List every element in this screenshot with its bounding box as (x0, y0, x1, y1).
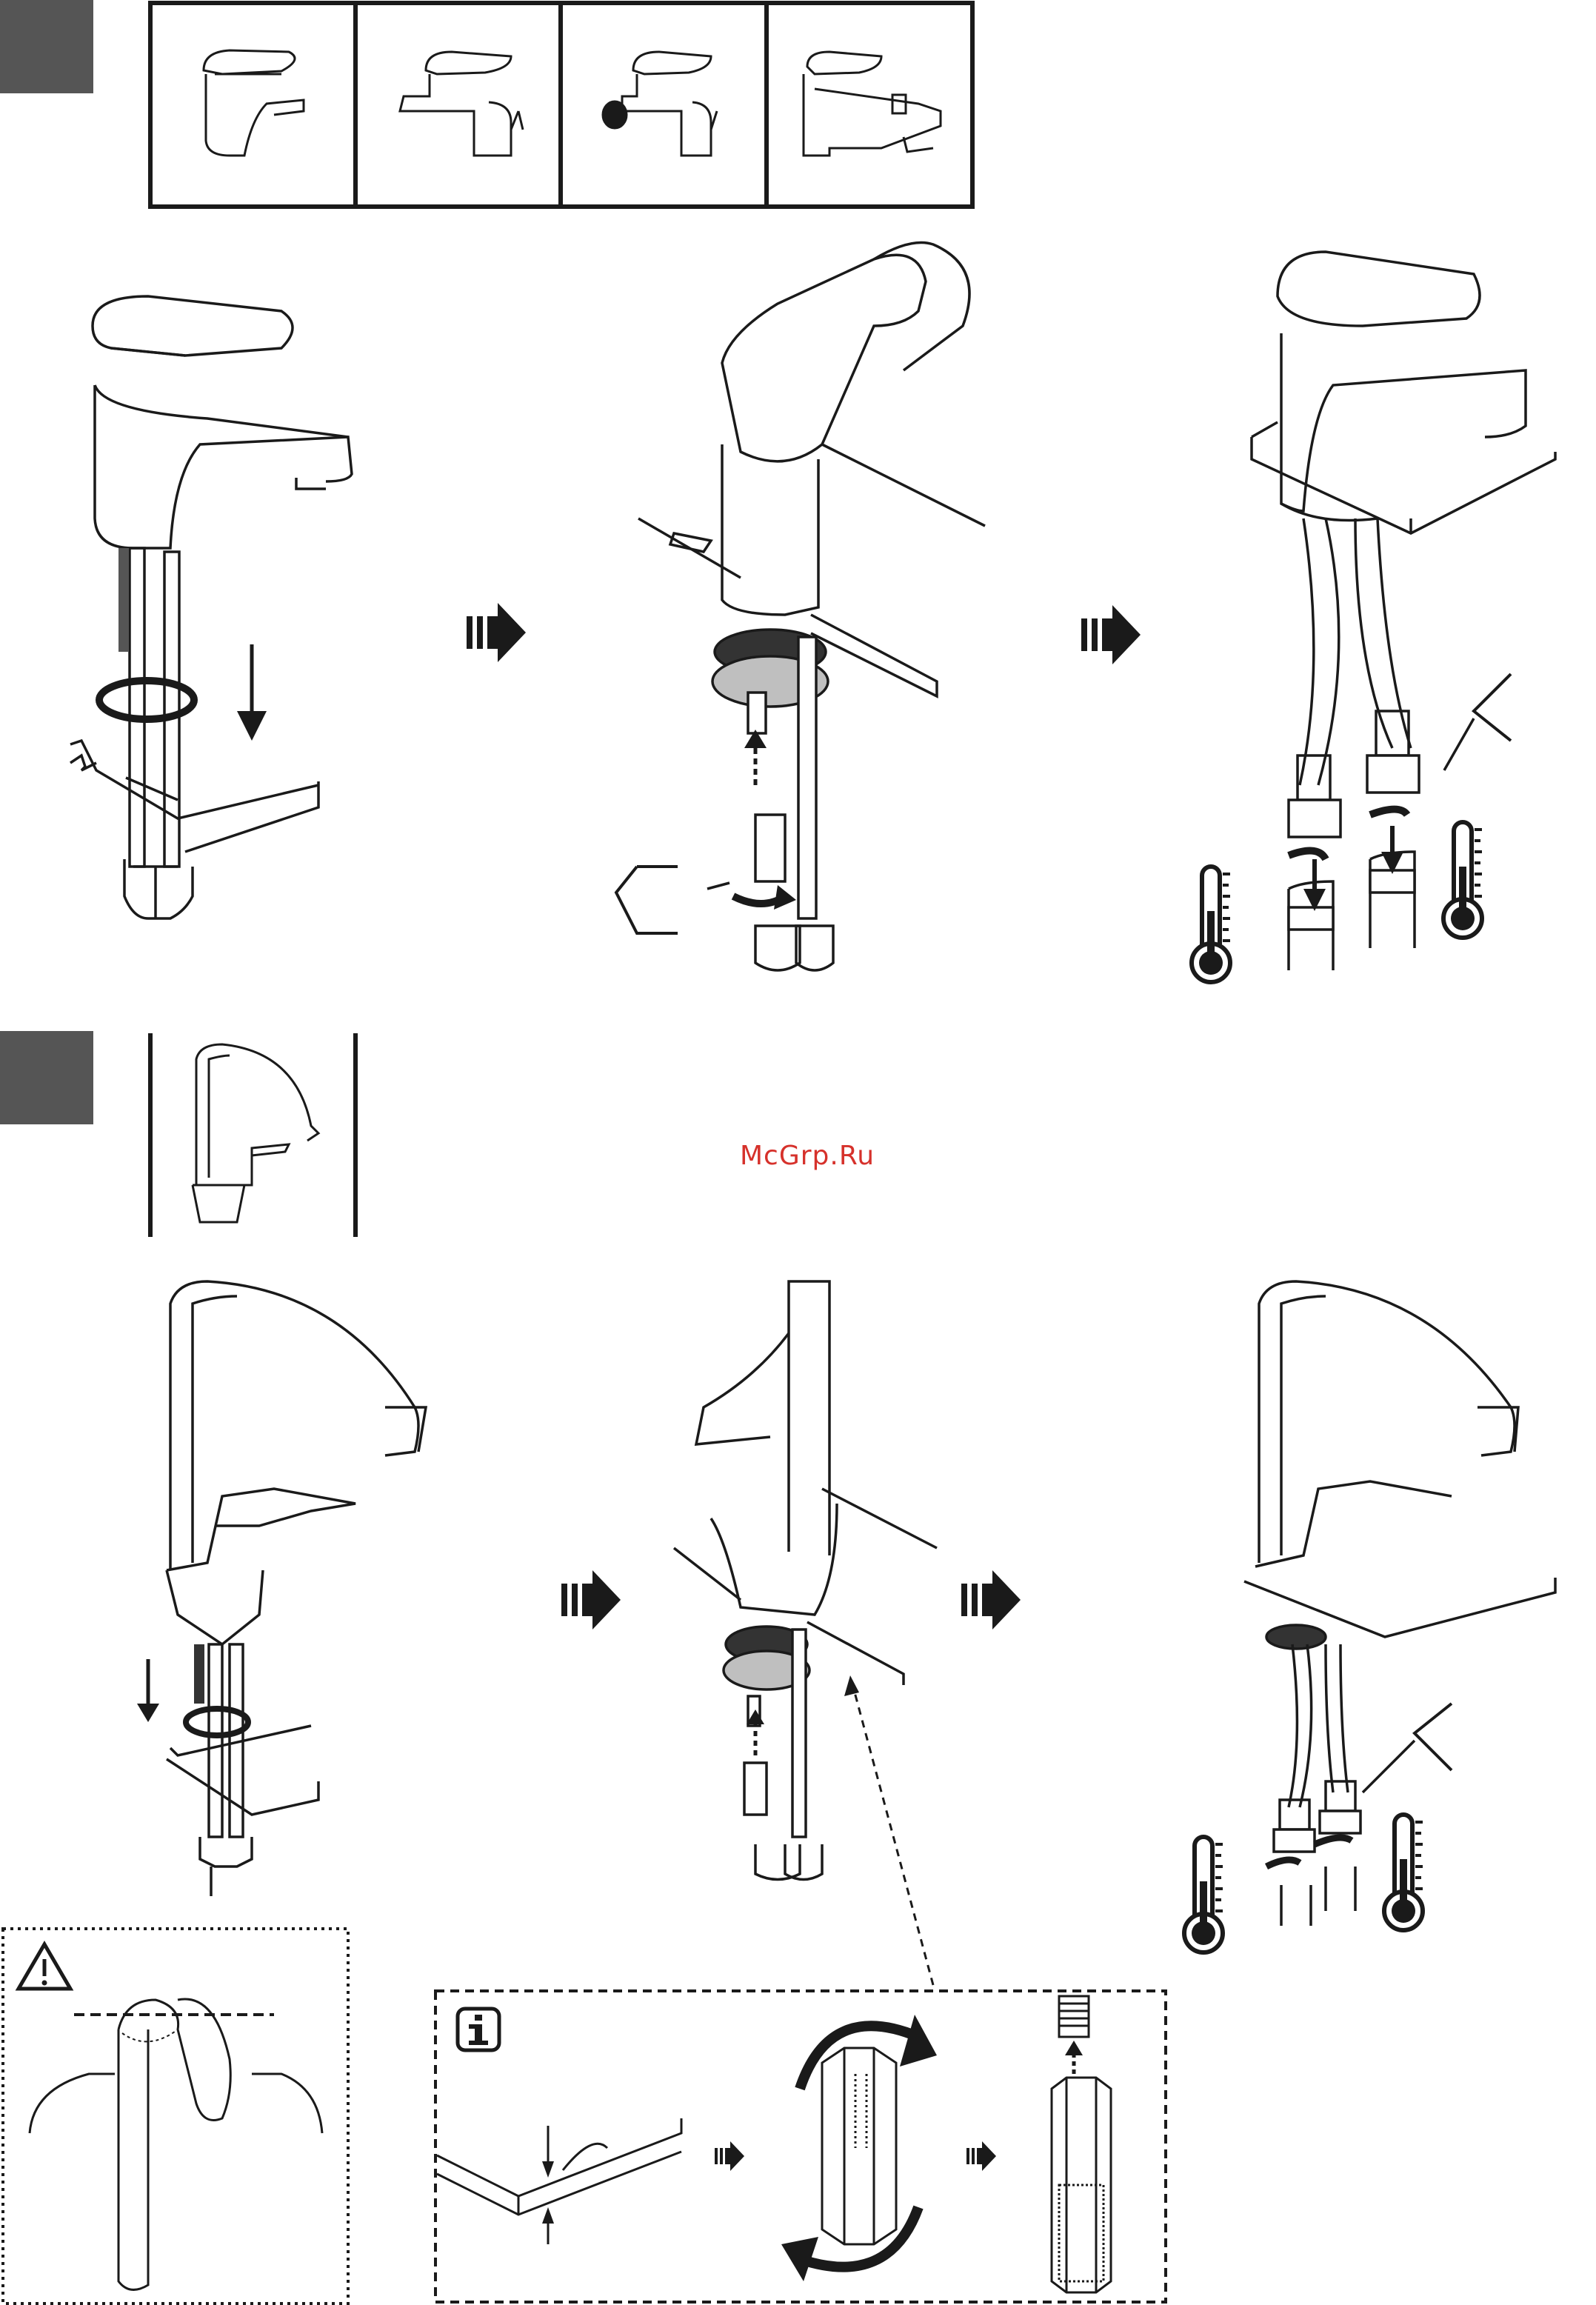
cold-thermometer-icon (1384, 1815, 1423, 1930)
hot-thermometer-icon (1192, 867, 1230, 982)
info-box (435, 1991, 1166, 2302)
watermark-text: McGrp.Ru (733, 1141, 881, 1171)
section-2-badge (0, 1031, 93, 1124)
s1-step-fit-horseshoe-and-nut (616, 243, 985, 971)
info-step-worktop-thickness (437, 2118, 681, 2244)
hot-thermometer-icon (1184, 1837, 1223, 1952)
s2-step-insert-tail-pipes (137, 1281, 426, 1896)
s1-step-connect-supply-hoses (1252, 252, 1555, 970)
info-icon (458, 2009, 499, 2050)
warning-box (3, 1929, 348, 2304)
warning-triangle-icon (19, 1944, 70, 1989)
bath-mixer-icon (804, 52, 941, 156)
cold-thermometer-icon (1443, 822, 1482, 938)
basin-mixer-icon (204, 50, 304, 156)
bidet-mixer-icon (603, 52, 717, 156)
s2-step-fit-horseshoe-and-nut (674, 1281, 937, 1985)
section-1-badge (0, 0, 93, 93)
section-1-header (0, 0, 1596, 207)
basin-mixer-popup-icon (400, 52, 523, 156)
info-step-screw-stud (1052, 1996, 1111, 2292)
kitchen-mixer-high-spout-icon (193, 1044, 318, 1222)
info-step-shorten-stud (781, 2015, 937, 2281)
s1-step-insert-tail-pipes (70, 296, 352, 918)
